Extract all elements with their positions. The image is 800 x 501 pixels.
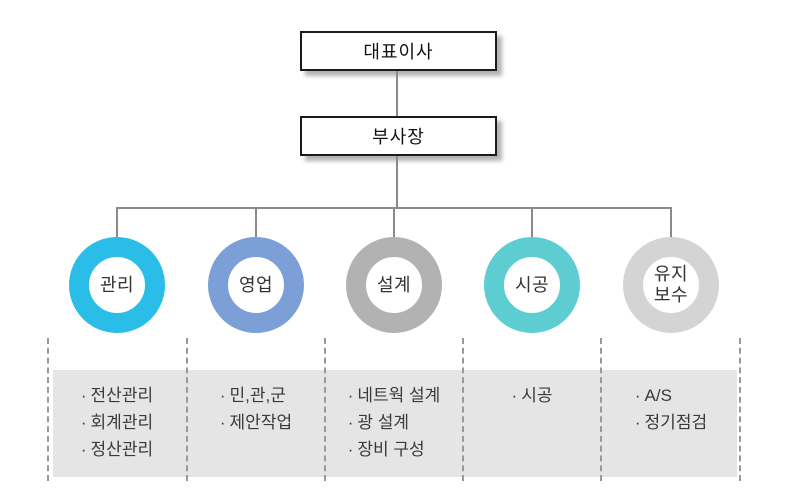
connector-stub-1 xyxy=(116,208,118,238)
duty-text: 정기점검 xyxy=(644,413,708,432)
connector-stub-2 xyxy=(255,208,257,238)
column-separator-6 xyxy=(739,338,741,481)
duty-list: ·네트웍 설계 ·광 설계 ·장비 구성 xyxy=(348,382,441,463)
connector-stub-3 xyxy=(393,208,395,238)
dept-label-management: 관리 xyxy=(99,274,135,295)
duty-item: ·회계관리 xyxy=(81,409,153,436)
duty-list: ·시공 xyxy=(512,382,553,409)
column-separator-3 xyxy=(324,338,326,481)
bullet-icon: · xyxy=(347,413,354,432)
connector-vp-trunk xyxy=(396,156,398,207)
ceo-label: 대표이사 xyxy=(363,42,434,62)
duty-text: 회계관리 xyxy=(90,413,154,432)
duty-list: ·전산관리 ·회계관리 ·정산관리 xyxy=(81,382,153,463)
duty-item: ·A/S xyxy=(635,382,707,409)
duty-column-design: ·네트웍 설계 ·광 설계 ·장비 구성 xyxy=(325,370,463,477)
duty-item: ·장비 구성 xyxy=(348,436,441,463)
duty-item: ·광 설계 xyxy=(348,409,441,436)
ceo-box: 대표이사 xyxy=(300,31,497,71)
bullet-icon: · xyxy=(347,386,354,405)
vp-label: 부사장 xyxy=(372,127,425,147)
column-separator-2 xyxy=(186,338,188,481)
bullet-icon: · xyxy=(511,386,518,405)
duties-band xyxy=(53,370,737,477)
duty-item: ·제안작업 xyxy=(220,409,292,436)
duty-column-sales: ·민,관,군 ·제안작업 xyxy=(187,370,325,477)
duty-item: ·시공 xyxy=(512,382,553,409)
duty-text: 제안작업 xyxy=(229,413,293,432)
bullet-icon: · xyxy=(634,413,641,432)
dept-circle-management: 관리 xyxy=(69,237,165,333)
duty-column-construction: ·시공 xyxy=(463,370,601,477)
duty-text: 정산관리 xyxy=(90,440,154,459)
bullet-icon: · xyxy=(80,413,87,432)
bullet-icon: · xyxy=(80,440,87,459)
bullet-icon: · xyxy=(219,413,226,432)
dept-label-design: 설계 xyxy=(376,274,412,295)
duty-column-management: ·전산관리 ·회계관리 ·정산관리 xyxy=(48,370,186,477)
duty-text: A/S xyxy=(644,386,672,405)
column-separator-5 xyxy=(600,338,602,481)
duty-item: ·전산관리 xyxy=(81,382,153,409)
duty-item: ·민,관,군 xyxy=(220,382,292,409)
duty-item: ·정기점검 xyxy=(635,409,707,436)
dept-label-maintenance: 유지 보수 xyxy=(653,264,689,305)
connector-stub-4 xyxy=(531,208,533,238)
duty-text: 민,관,군 xyxy=(229,386,286,405)
duty-list: ·A/S ·정기점검 xyxy=(635,382,707,436)
bullet-icon: · xyxy=(634,386,641,405)
column-separator-1 xyxy=(47,338,49,481)
vp-box: 부사장 xyxy=(300,116,497,156)
dept-label-sales: 영업 xyxy=(238,274,274,295)
column-separator-4 xyxy=(462,338,464,481)
duty-text: 장비 구성 xyxy=(357,440,425,459)
dept-circle-design: 설계 xyxy=(346,237,442,333)
dept-label-construction: 시공 xyxy=(514,274,550,295)
dept-circle-sales: 영업 xyxy=(208,237,304,333)
duty-text: 시공 xyxy=(521,386,553,405)
bullet-icon: · xyxy=(80,386,87,405)
dept-circle-maintenance: 유지 보수 xyxy=(623,237,719,333)
duty-item: ·정산관리 xyxy=(81,436,153,463)
connector-ceo-vp xyxy=(396,71,398,116)
duty-text: 네트웍 설계 xyxy=(357,386,441,405)
bullet-icon: · xyxy=(347,440,354,459)
bullet-icon: · xyxy=(219,386,226,405)
duty-text: 광 설계 xyxy=(357,413,410,432)
duty-list: ·민,관,군 ·제안작업 xyxy=(220,382,292,436)
dept-circle-construction: 시공 xyxy=(484,237,580,333)
connector-stub-5 xyxy=(670,208,672,238)
duty-column-maintenance: ·A/S ·정기점검 xyxy=(602,370,740,477)
duty-item: ·네트웍 설계 xyxy=(348,382,441,409)
duty-text: 전산관리 xyxy=(90,386,154,405)
